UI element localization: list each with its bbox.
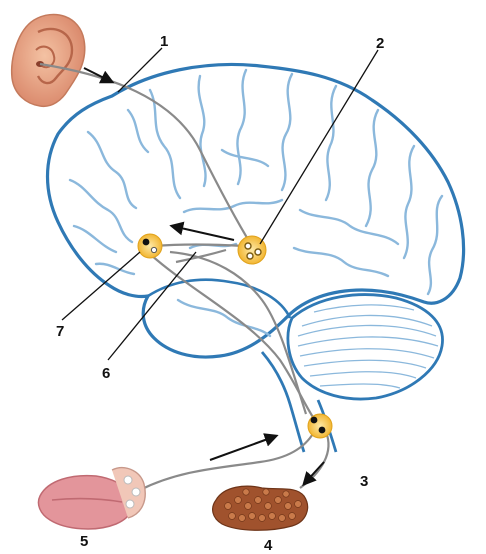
tongue-icon <box>38 468 145 529</box>
hypothalamic-nucleus <box>138 234 162 258</box>
ear-icon <box>12 14 85 106</box>
label-4: 4 <box>264 537 273 554</box>
secretory-fiber <box>300 432 328 488</box>
label-7: 7 <box>56 323 64 340</box>
label-5: 5 <box>80 533 88 550</box>
label-2: 2 <box>376 35 384 52</box>
label-6: 6 <box>102 365 110 382</box>
label-1: 1 <box>160 33 168 50</box>
taste-fiber <box>140 432 314 490</box>
arrow-to-gland <box>304 462 324 484</box>
label-3: 3 <box>360 473 368 490</box>
arrow-taste-in <box>210 436 276 460</box>
salivary-nucleus <box>308 414 332 438</box>
salivary-gland-icon <box>213 486 308 530</box>
